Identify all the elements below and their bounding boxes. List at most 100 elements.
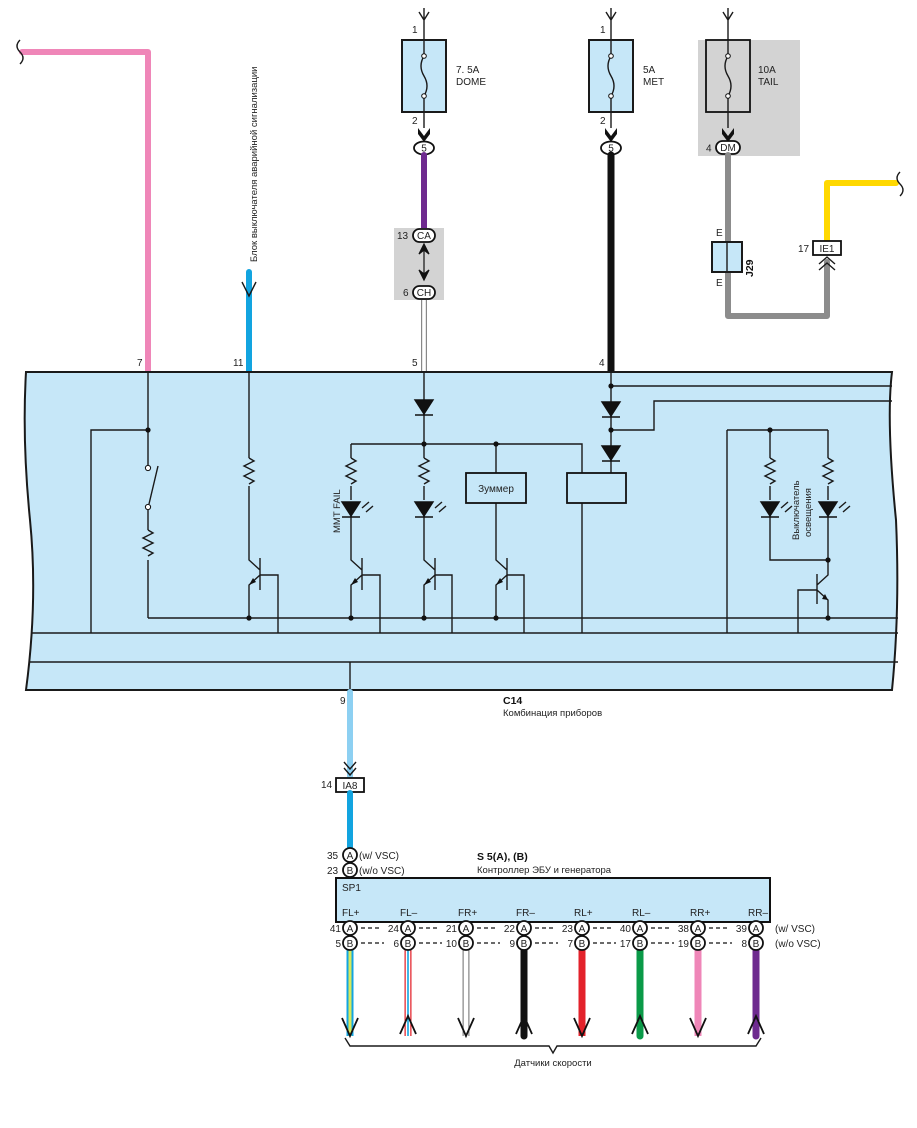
- connector-circle: [516, 935, 532, 951]
- terminal-pin-a: 24: [388, 924, 400, 935]
- junction-top-label: CA: [417, 231, 431, 242]
- ecu-box: [335, 877, 771, 923]
- ecu-box-label: SP1: [342, 883, 361, 894]
- junction-dot: [421, 441, 427, 447]
- junction-j29: E E J29: [711, 228, 756, 289]
- ecu-input-note: (w/ VSC): [359, 851, 399, 862]
- double-chevron-up-icon: [818, 256, 836, 271]
- led-icon: [413, 501, 435, 518]
- pin-label: 9: [340, 696, 346, 707]
- junction-dot: [348, 615, 354, 621]
- fuse-terminal: [421, 53, 427, 59]
- fuse-terminal: [725, 53, 731, 59]
- fuse-tail: 10A TAIL 4 DM: [698, 8, 800, 156]
- junction-dot: [246, 615, 252, 621]
- hazard-switch-label: Блок выключателя аварийной сигнализации: [249, 67, 260, 263]
- connector-letter: A: [405, 924, 412, 935]
- pink-wire: [16, 39, 151, 375]
- light-rays-icon: [838, 501, 851, 513]
- junction-dot: [493, 615, 499, 621]
- junction-ca-ch: 13 CA 6 CH: [394, 228, 444, 300]
- double-chevron-down-icon: [343, 761, 357, 777]
- fuse-shade: [698, 40, 800, 156]
- fuse-terminal: [608, 93, 614, 99]
- connector-oval: [412, 228, 436, 243]
- junction-dot: [608, 383, 614, 389]
- gray-wire-path: [725, 152, 830, 319]
- pin-label: 4: [599, 358, 605, 369]
- junction-dot: [608, 427, 614, 433]
- resistor-icon: [417, 457, 431, 485]
- transistor-arrow-icon: [249, 578, 256, 585]
- terminal-pin-b: 19: [678, 939, 690, 950]
- ecu-input-note: (w/o VSC): [359, 866, 405, 877]
- pin-label: 11: [233, 358, 244, 369]
- fuse-name: DOME: [456, 77, 486, 88]
- j29-name: J29: [744, 259, 756, 277]
- arrow-down-icon: [457, 1017, 475, 1039]
- light-rays-icon: [780, 501, 793, 513]
- fuse-pin-in: 1: [412, 25, 418, 36]
- row-b-note: (w/o VSC): [775, 939, 821, 950]
- terminal-pin-a: 39: [736, 924, 748, 935]
- connector-circle: [748, 935, 764, 951]
- resistor-icon: [242, 457, 256, 485]
- led-icon: [340, 501, 362, 518]
- cluster-code: C14: [503, 695, 522, 707]
- connector-circle: [632, 920, 648, 936]
- switch-icon: [148, 465, 159, 505]
- terminal-pin-b: 9: [509, 939, 515, 950]
- led-icon: [817, 501, 839, 518]
- cluster-name: Комбинация приборов: [503, 708, 602, 719]
- light-switch-label: освещения: [803, 488, 814, 537]
- connector-circle: [632, 935, 648, 951]
- sensors-brace: [344, 1037, 762, 1055]
- arrow-down-icon: [341, 1017, 359, 1039]
- connector-letter: B: [637, 939, 644, 950]
- dashed-link: [593, 927, 616, 944]
- arrow-down-icon: [689, 1017, 707, 1039]
- ie1-label: IE1: [819, 244, 834, 255]
- double-arrow-icon: [418, 242, 430, 282]
- terminal-pin-a: 23: [562, 924, 574, 935]
- terminal-pin-b: 6: [393, 939, 399, 950]
- fuse-terminal: [608, 53, 614, 59]
- connector-circle: [400, 935, 416, 951]
- connector-label: 5: [608, 144, 614, 155]
- junction-top-pin: 13: [397, 231, 409, 242]
- connector-arrow-icon: [722, 128, 734, 142]
- fuse-pin-out: 4: [706, 144, 712, 155]
- resistor-icon: [821, 457, 835, 485]
- buzzer-box: [465, 472, 527, 504]
- connector-letter: A: [753, 924, 760, 935]
- transistor-arrow-icon: [424, 578, 431, 585]
- light-rays-icon: [361, 501, 374, 513]
- junction-dot: [825, 557, 831, 563]
- connector-circle: [458, 935, 474, 951]
- terminal-label: RL+: [574, 908, 593, 919]
- connector-circle: [748, 920, 764, 936]
- j29-top-label: E: [716, 228, 723, 239]
- terminal-pin-a: 40: [620, 924, 632, 935]
- fuse-pin-in: 1: [600, 25, 606, 36]
- led-icon: [759, 501, 781, 518]
- connector-circle: [458, 920, 474, 936]
- terminal-pin-a: 21: [446, 924, 458, 935]
- connector-label: 5: [421, 144, 427, 155]
- switch-terminal: [144, 464, 152, 472]
- terminal-pin-b: 10: [446, 939, 458, 950]
- terminal-pin-b: 5: [335, 939, 341, 950]
- terminal-pin-a: 22: [504, 924, 516, 935]
- connector-letter: B: [753, 939, 760, 950]
- connector-circle: [342, 935, 358, 951]
- connector-circle: [342, 920, 358, 936]
- terminal-pin-b: 17: [620, 939, 632, 950]
- connector-circle: [342, 847, 358, 863]
- connector-ie1: 17 IE1: [798, 240, 842, 271]
- fuse-name: MET: [643, 77, 664, 88]
- connector-letter: B: [579, 939, 586, 950]
- ecu-input-conn: B: [347, 866, 354, 877]
